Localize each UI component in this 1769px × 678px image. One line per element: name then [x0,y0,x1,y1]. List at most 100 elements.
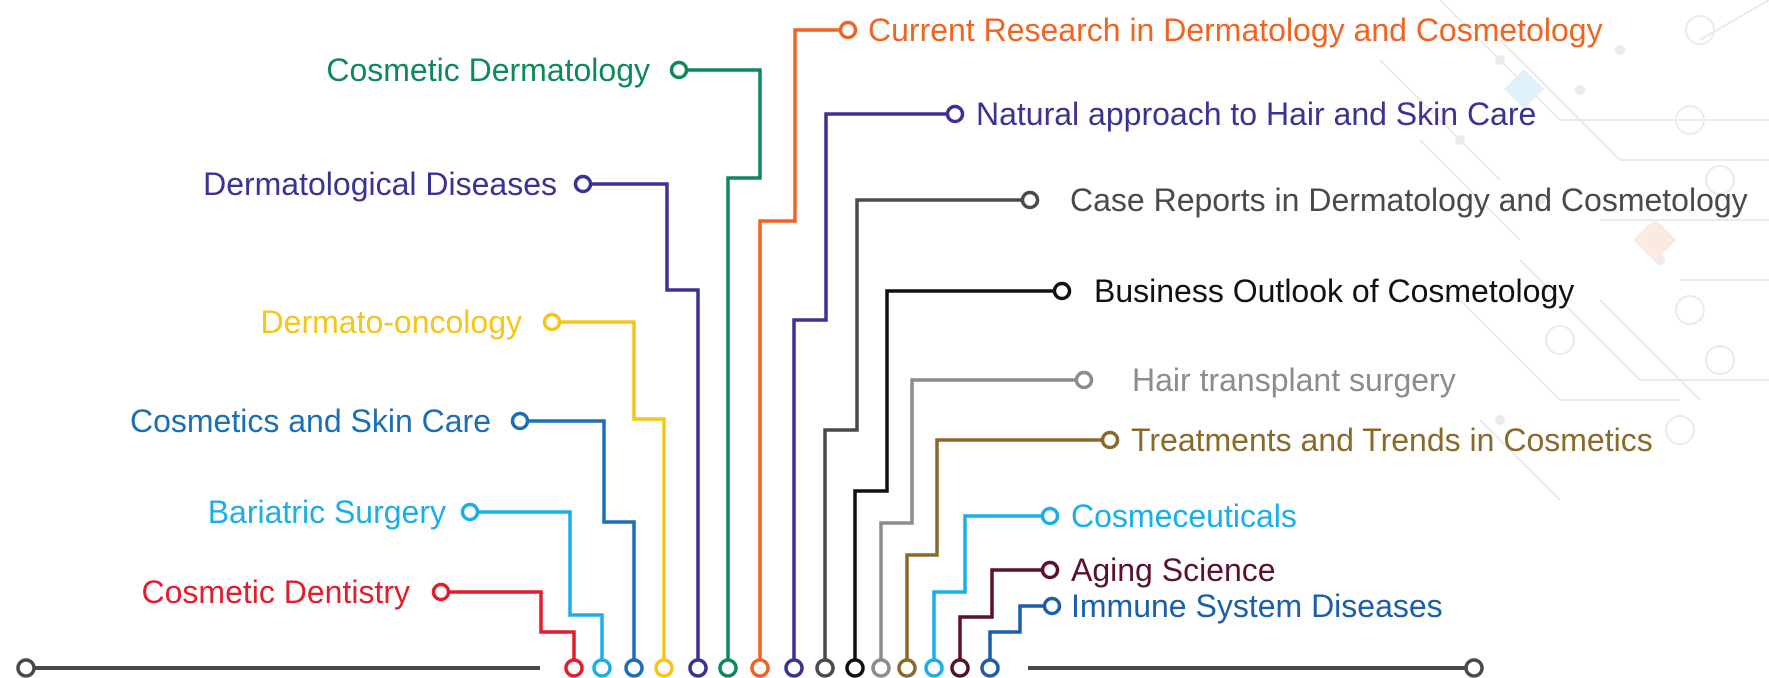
topic-label: Hair transplant surgery [1132,362,1456,398]
bg-circuit-dot [1535,195,1545,205]
topic-label: Natural approach to Hair and Skin Care [976,96,1536,132]
topic-end-node [460,502,480,522]
bg-diamond [1633,218,1677,262]
topic-connector: Bariatric Surgery [208,494,612,678]
topic-label: Immune System Diseases [1071,588,1443,624]
topic-connector: Current Research in Dermatology and Cosm… [750,12,1603,678]
connector-line [520,419,636,660]
bg-circuit-node [1665,415,1695,445]
topic-connector: Treatments and Trends in Cosmetics [897,422,1653,678]
baseline-port-node [980,658,1000,678]
bg-circuit-node [1705,165,1735,195]
topic-end-node [1020,190,1040,210]
baseline [16,658,1484,678]
bg-circuit-dot [1455,135,1465,145]
baseline-port-node [564,658,584,678]
bg-circuit-node [1675,295,1705,325]
connector-line [932,514,1050,660]
connector-line [758,28,848,660]
topic-connector: Business Outlook of Cosmetology [845,273,1574,678]
bg-circuit-line [1499,39,1621,161]
topic-connector: Cosmeceuticals [924,498,1297,678]
connector-line [853,289,1062,660]
baseline-port-node [750,658,770,678]
topic-connector: Cosmetic Dentistry [142,574,584,678]
bg-circuit-dot [1575,85,1585,95]
bg-circuit-node [1705,345,1735,375]
topic-connector: Cosmetics and Skin Care [130,403,644,678]
topic-connectors: Cosmetic Dentistry Bariatric Surgery Cosme… [130,12,1748,678]
topic-label: Dermato-oncology [261,304,522,340]
baseline-port-node [871,658,891,678]
baseline-port-node [950,658,970,678]
bg-circuit-dot [1495,55,1505,65]
bg-circuit-line [1699,0,1769,41]
connector-line [879,378,1084,660]
topic-connector: Dermato-oncology [261,304,674,678]
topic-end-node [573,174,593,194]
baseline-left-terminal [16,658,36,678]
topic-end-node [1040,560,1060,580]
topic-label: Dermatological Diseases [203,166,557,202]
topic-label: Bariatric Surgery [208,494,446,530]
topic-label: Cosmetics and Skin Care [130,403,491,439]
topic-label: Business Outlook of Cosmetology [1094,273,1574,309]
connector-line [792,112,955,660]
bg-circuit-node [1545,325,1575,355]
topic-end-node [1052,281,1072,301]
topic-end-node [669,60,689,80]
topic-label: Aging Science [1071,552,1276,588]
connector-line [470,510,604,660]
bg-circuit-line [1419,139,1521,241]
connector-line [905,438,1110,660]
connector-line [552,320,666,660]
topic-connector: Aging Science [950,552,1276,678]
connector-line [441,590,576,660]
baseline-port-node [592,658,612,678]
topic-end-node [1074,370,1094,390]
topic-label: Case Reports in Dermatology and Cosmetol… [1070,182,1748,218]
topic-label: Current Research in Dermatology and Cosm… [868,12,1603,48]
bg-circuit-dot [1495,415,1505,425]
bg-circuit-node [1685,15,1715,45]
baseline-port-node [718,658,738,678]
topic-end-node [1040,506,1060,526]
topic-end-node [1042,596,1062,616]
topic-end-node [1100,430,1120,450]
connector-line [958,568,1050,660]
baseline-port-node [924,658,944,678]
baseline-port-node [845,658,865,678]
bg-circuit-line [1479,419,1561,501]
topic-end-node [431,582,451,602]
baseline-port-node [654,658,674,678]
topic-end-node [542,312,562,332]
topic-end-node [510,411,530,431]
topic-connector: Cosmetic Dermatology [326,52,762,678]
bg-circuit-dot [1615,45,1625,55]
connector-line [679,68,762,660]
topic-label: Cosmeceuticals [1071,498,1297,534]
background-circuit-decoration [1379,0,1769,501]
baseline-port-node [624,658,644,678]
baseline-port-node [688,658,708,678]
topic-connector: Hair transplant surgery [871,362,1456,678]
bg-circuit-node [1675,105,1705,135]
topic-connector: Dermatological Diseases [203,166,708,678]
topic-connector: Case Reports in Dermatology and Cosmetol… [815,182,1748,678]
baseline-port-node [815,658,835,678]
topic-connector: Immune System Diseases [980,588,1443,678]
topic-label: Cosmetic Dentistry [142,574,411,610]
topic-connector: Natural approach to Hair and Skin Care [784,96,1536,678]
topic-label: Treatments and Trends in Cosmetics [1131,422,1653,458]
bg-circuit-line [1519,259,1641,381]
topic-label: Cosmetic Dermatology [326,52,650,88]
baseline-port-node [784,658,804,678]
connector-line [583,182,700,660]
topic-end-node [838,20,858,40]
connector-line [988,604,1052,660]
bg-circuit-line [1459,299,1561,401]
bg-circuit-line [1379,59,1501,181]
bg-circuit-line [1599,299,1701,401]
